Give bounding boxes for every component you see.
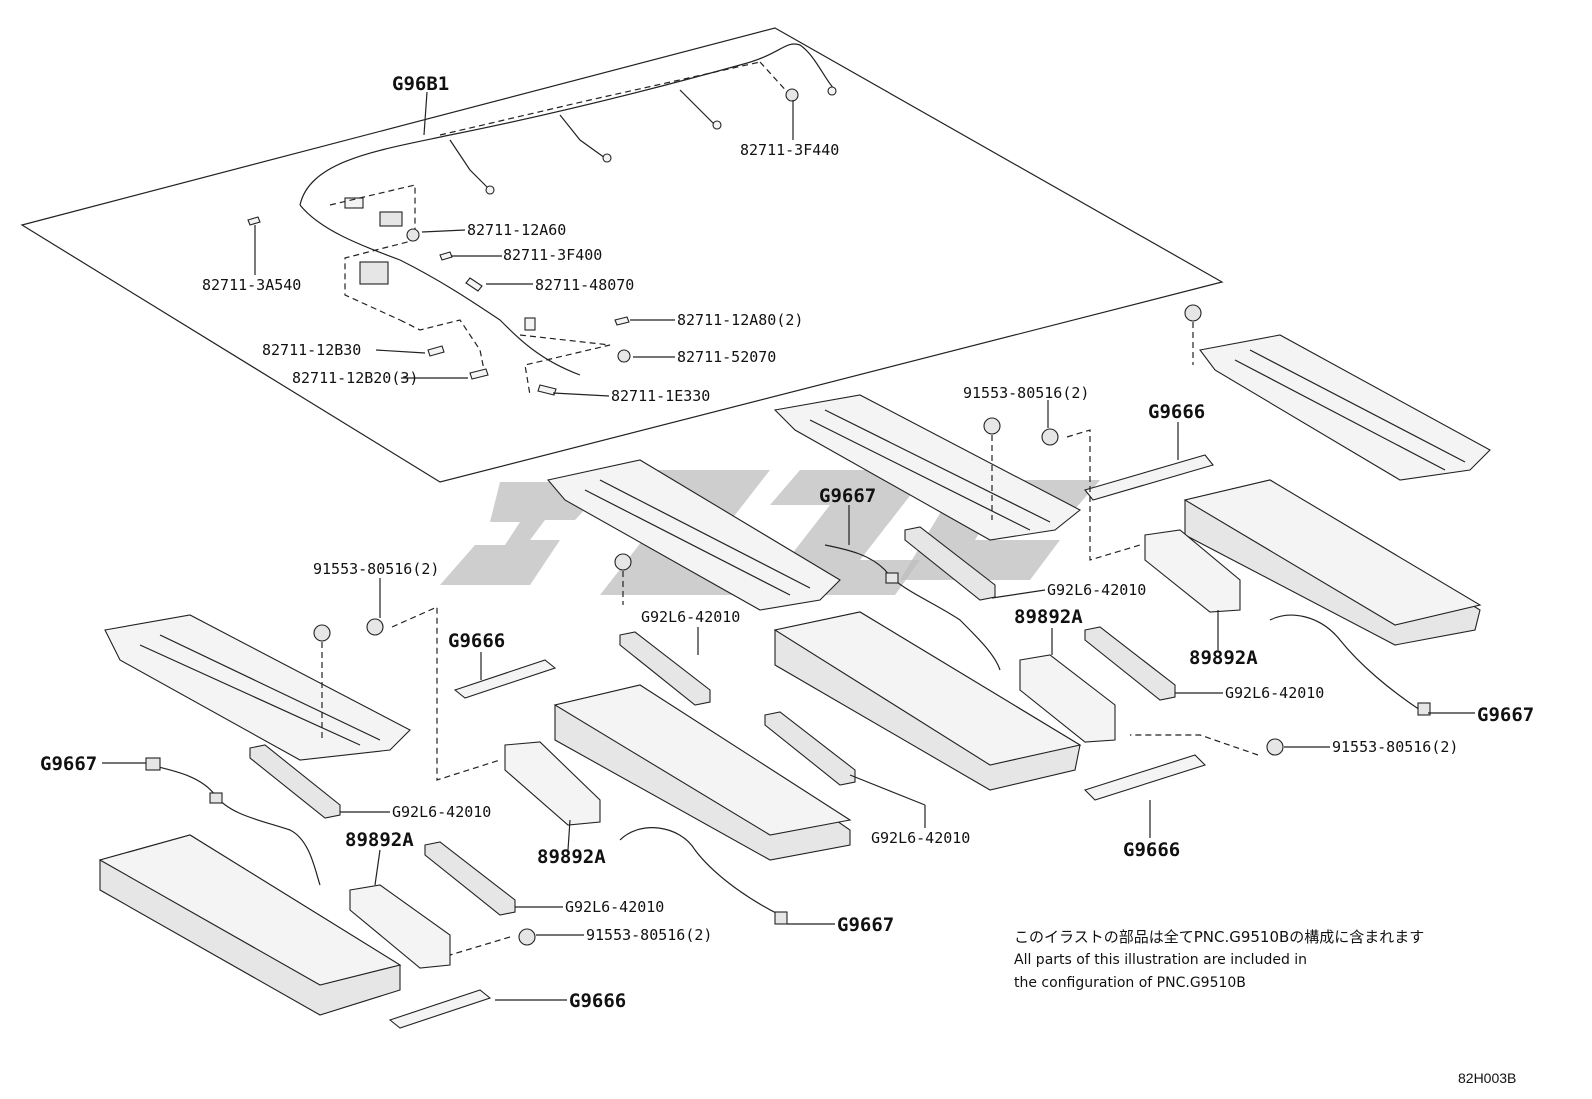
label-g92l6-c: G92L6-42010 [1225,684,1324,702]
label-bolt-left: 91553-80516(2) [313,560,439,578]
label-bolt-bottom: 91553-80516(2) [586,926,712,944]
label-g9666-left: G9666 [448,630,505,652]
battery-module-center [553,684,852,861]
label-g92l6-f: G92L6-42010 [565,898,664,916]
label-g9667-left: G9667 [40,753,97,775]
figure-code: 82H003B [1458,1070,1516,1086]
label-89892a-c: 89892A [345,829,414,851]
label-89892a-b: 89892A [1189,647,1258,669]
label-89892a-d: 89892A [537,846,606,868]
label-82711-12a60: 82711-12A60 [467,221,566,239]
label-bolt-top: 91553-80516(2) [963,384,1089,402]
label-82711-12a80: 82711-12A80(2) [677,311,803,329]
label-g9666-bottom: G9666 [569,990,626,1012]
label-g96b1: G96B1 [392,73,449,95]
bus-bars [388,454,1214,1029]
cover-plate-center [546,459,841,611]
label-g9667-mid: G9667 [819,485,876,507]
label-g9666-right: G9666 [1123,839,1180,861]
cover-plate-left [104,614,411,761]
bolts-and-nuts [313,304,1284,946]
cell-holders [249,526,1176,916]
label-g92l6-a: G92L6-42010 [1047,581,1146,599]
note-english-line1: All parts of this illustration are inclu… [1014,952,1307,968]
label-82711-3a540: 82711-3A540 [202,276,301,294]
label-82711-12b20: 82711-12B20(3) [292,369,418,387]
leader-lines [102,91,1475,1001]
battery-module-mid [773,611,1082,791]
callout-labels: G96B1 82711-3F440 82711-12A60 82711-3F40… [40,73,1534,1012]
label-89892a-a: 89892A [1014,606,1083,628]
label-g9666-top: G9666 [1148,401,1205,423]
note-japanese: このイラストの部品は全てPNC.G9510Bの構成に含まれます [1014,928,1424,946]
label-82711-48070: 82711-48070 [535,276,634,294]
battery-module-right [1183,479,1482,646]
label-g92l6-d: G92L6-42010 [392,803,491,821]
label-g9667-bottom: G9667 [837,914,894,936]
sensor-wires [145,544,1431,925]
fastener-guides [321,322,1259,956]
label-bolt-right: 91553-80516(2) [1332,738,1458,756]
label-g92l6-b: G92L6-42010 [641,608,740,626]
label-82711-52070: 82711-52070 [677,348,776,366]
cover-plate-right [1199,334,1491,481]
harness-plate [20,27,1224,483]
label-82711-12b30: 82711-12B30 [262,341,361,359]
battery-module-left [98,834,402,1016]
label-g92l6-e: G92L6-42010 [871,829,970,847]
label-82711-1e330: 82711-1E330 [611,387,710,405]
note-english-line2: the configuration of PNC.G9510B [1014,975,1246,991]
label-g9667-right: G9667 [1477,704,1534,726]
configuration-note: このイラストの部品は全てPNC.G9510Bの構成に含まれます All part… [1014,928,1424,991]
cover-plate-upper-mid [773,394,1082,541]
bracket-parts [349,529,1241,969]
label-82711-3f440: 82711-3F440 [740,141,839,159]
label-82711-3f400: 82711-3F400 [503,246,602,264]
